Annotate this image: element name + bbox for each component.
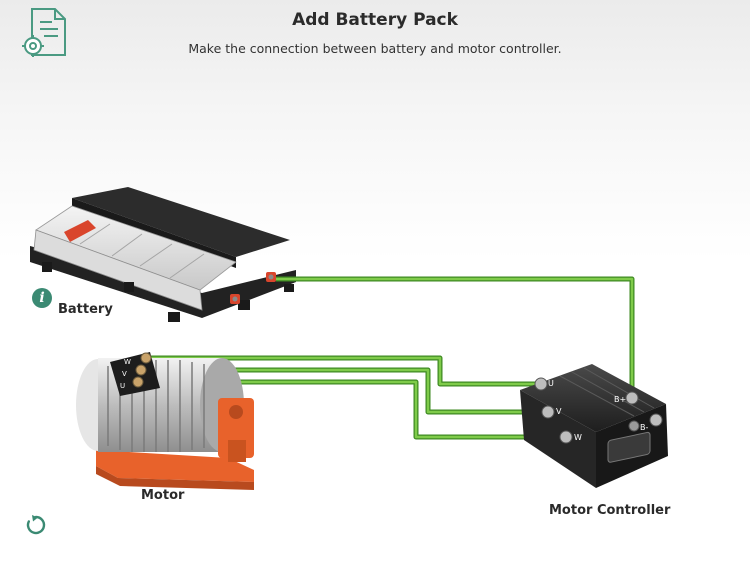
controller-terminal-bminus-label: B- [640,423,648,432]
connection-wires [146,276,635,440]
motor-terminal-u-label: U [120,382,125,390]
motor-controller[interactable]: U V W B+ B- [520,364,668,488]
motor-controller-label: Motor Controller [549,503,671,518]
motor-terminal-w-label: W [124,358,131,366]
reset-icon[interactable] [24,513,48,537]
battery-pack[interactable] [30,187,296,322]
controller-terminal-w-label: W [574,433,582,442]
controller-terminal-u-label: U [548,379,554,388]
motor-label: Motor [141,488,185,503]
instruction-text: Make the connection between battery and … [188,41,562,56]
battery-label: Battery [58,302,113,317]
page-title: Add Battery Pack [292,10,458,30]
info-icon[interactable]: i [32,288,52,308]
controller-terminal-v-label: V [556,407,562,416]
document-settings-icon[interactable] [22,6,72,58]
controller-terminal-bplus-label: B+ [614,395,626,404]
motor-terminal-v-label: V [122,370,127,378]
motor[interactable]: W V U [76,352,254,490]
